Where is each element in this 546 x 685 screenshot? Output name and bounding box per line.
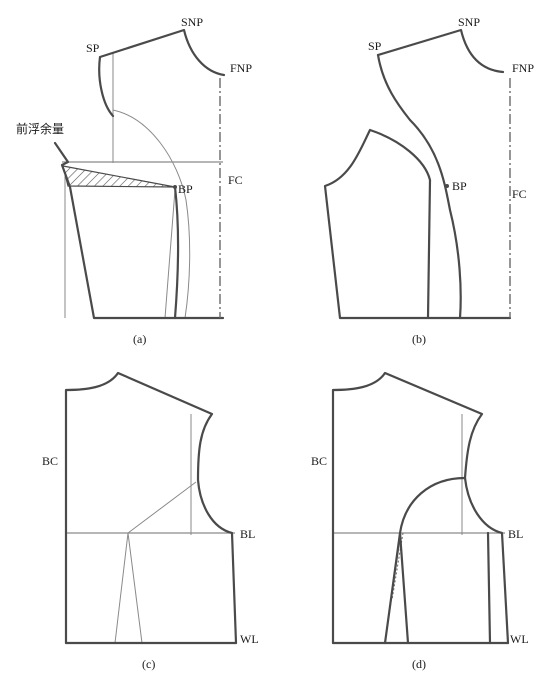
fnp-label: FNP [230,61,252,75]
bp-label: BP [178,182,193,196]
rotated-seam-d [383,476,467,645]
bp-point-b [445,184,449,188]
rotation-arc [112,109,191,319]
bc-label-c: BC [42,454,58,468]
bodice-outline [53,28,226,320]
front-float-annotation: 前浮余量 [16,121,64,136]
fnp-label-b: FNP [512,61,534,75]
dashed-dart-d [391,532,404,601]
bl-label-c: BL [240,527,255,541]
sp-label: SP [86,41,100,55]
shoulder-neck-outline [376,28,505,74]
bp-label-b: BP [452,179,467,193]
snp-label: SNP [181,15,203,29]
panel-d: BC BL WL (d) [311,371,529,671]
panel-b: SNP SP FNP BP FC (b) [323,15,534,346]
dart-leg-right-c [127,532,143,644]
side-piece-left-d [486,531,492,645]
hatched-dart-area [62,165,176,188]
armhole-outer-curve [376,53,462,320]
fc-label: FC [228,173,243,187]
sp-label-b: SP [368,39,382,53]
wl-label-c: WL [240,632,259,646]
back-outline-d [331,371,510,645]
caption-d: (d) [412,657,426,671]
dart-leg-line [164,189,176,319]
back-outline-c [64,371,238,645]
dart-leg-left-c [114,532,129,644]
caption-b: (b) [412,332,426,346]
bp-point [173,185,177,189]
bl-label-d: BL [508,527,523,541]
dart-guide-c [127,481,197,534]
armhole-curve [173,185,180,320]
bc-label-d: BC [311,454,327,468]
fc-label-b: FC [512,187,527,201]
caption-c: (c) [142,657,155,671]
panel-c: BC BL WL (c) [42,371,259,671]
snp-label-b: SNP [458,15,480,29]
side-piece-outline [323,128,512,320]
caption-a: (a) [133,332,146,346]
panel-a: SNP SP FNP 前浮余量 BP FC (a) [16,15,252,346]
wl-label-d: WL [510,632,529,646]
